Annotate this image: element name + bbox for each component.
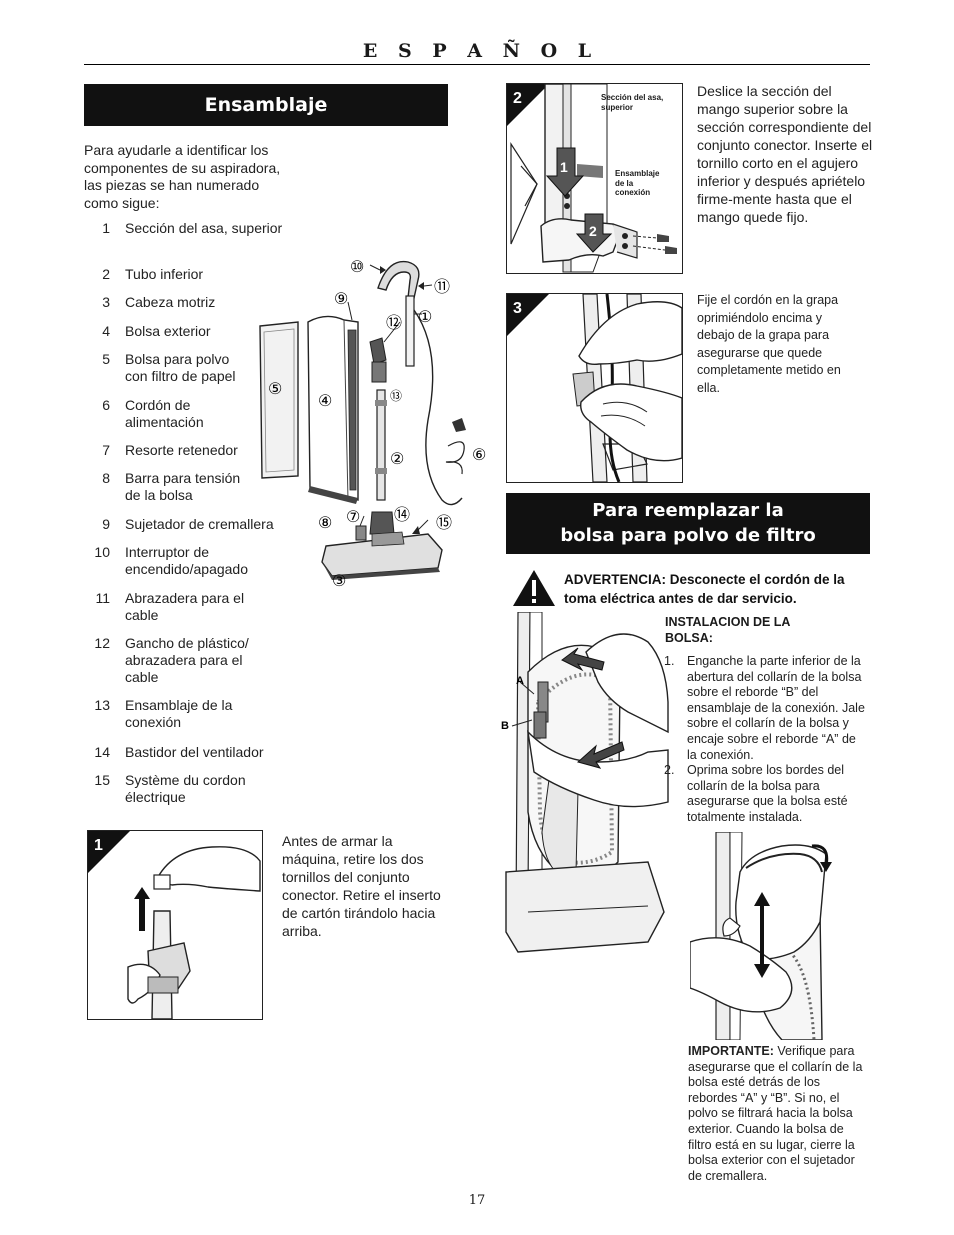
replace-title-line1: Para reemplazar la (592, 500, 784, 521)
label-a: A (516, 675, 524, 687)
intro-text: Para ayudarle a identificar los componen… (84, 142, 281, 211)
callout-7: ⑦ (346, 509, 360, 526)
callout-9: ⑨ (334, 291, 348, 308)
assembly-banner: Ensamblaje (84, 84, 448, 126)
important-text: Verifique para asegurarse que el collarí… (688, 1044, 863, 1183)
step1-illustration: 1 (88, 831, 261, 1019)
callout-15: ⑮ (436, 514, 452, 532)
step2-arrow-2: 2 (589, 223, 597, 239)
bag-install-illustration: A B (501, 612, 669, 953)
callout-8: ⑧ (318, 515, 332, 532)
page-number: 17 (468, 1193, 486, 1208)
install-heading: INSTALACION DE LA BOLSA: (665, 615, 790, 645)
step1-figure: 1 (87, 830, 263, 1020)
warning-text: ADVERTENCIA: Desconecte el cordón de la … (564, 572, 845, 606)
important-note: IMPORTANTE: Verifique para asegurarse qu… (688, 1044, 868, 1184)
step1-text: Antes de armar la máquina, retire los do… (282, 833, 441, 939)
step3-illustration: 3 (507, 294, 682, 482)
callout-3: ③ (332, 573, 346, 590)
callout-1: ① (418, 309, 432, 326)
callout-6: ⑥ (472, 447, 486, 464)
step3-text: Fije el cordón en la grapa oprimiéndolo … (697, 293, 841, 395)
callout-11: ⑪ (434, 278, 450, 296)
replace-title-line2: bolsa para polvo de filtro (560, 525, 816, 546)
step2-number: 2 (513, 90, 522, 107)
step2-arrow-1: 1 (560, 159, 568, 175)
step2-label-upper: Sección del asa, superior (601, 93, 664, 112)
assembly-title: Ensamblaje (204, 94, 328, 116)
vacuum-exploded-diagram: ⑩ ⑪ ⑨ ⑫ ① ⑤ ④ ⑬ ⑥ ② ⑦ ⑭ ⑮ ⑧ ③ (259, 259, 486, 590)
callout-2: ② (390, 451, 404, 468)
warning-icon (513, 570, 555, 606)
step3-figure: 3 (506, 293, 683, 483)
callout-4: ④ (318, 393, 332, 410)
install-steps: 1. Enganche la parte inferior de la aber… (664, 654, 865, 824)
language-header: E S P A Ñ O L (362, 40, 592, 62)
replace-bag-banner: Para reemplazar la bolsa para polvo de f… (506, 493, 870, 554)
step2-label-connection: Ensamblaje de la conexión (615, 169, 660, 197)
header-rule (84, 64, 870, 65)
important-label: IMPORTANTE: (688, 1044, 774, 1058)
label-b: B (501, 720, 509, 732)
callout-5: ⑤ (268, 381, 282, 398)
callout-13: ⑬ (390, 389, 402, 403)
step1-number: 1 (94, 837, 103, 854)
step2-figure: 2 1 2 (506, 83, 683, 274)
callout-14: ⑭ (394, 506, 410, 524)
step2-text: Deslice la sección del mango superior so… (697, 83, 873, 225)
step2-illustration: 2 1 2 (507, 84, 677, 273)
bag-collar-illustration (690, 832, 832, 1040)
step3-number: 3 (513, 300, 522, 317)
callout-12: ⑫ (386, 314, 402, 332)
callout-10: ⑩ (350, 259, 364, 276)
